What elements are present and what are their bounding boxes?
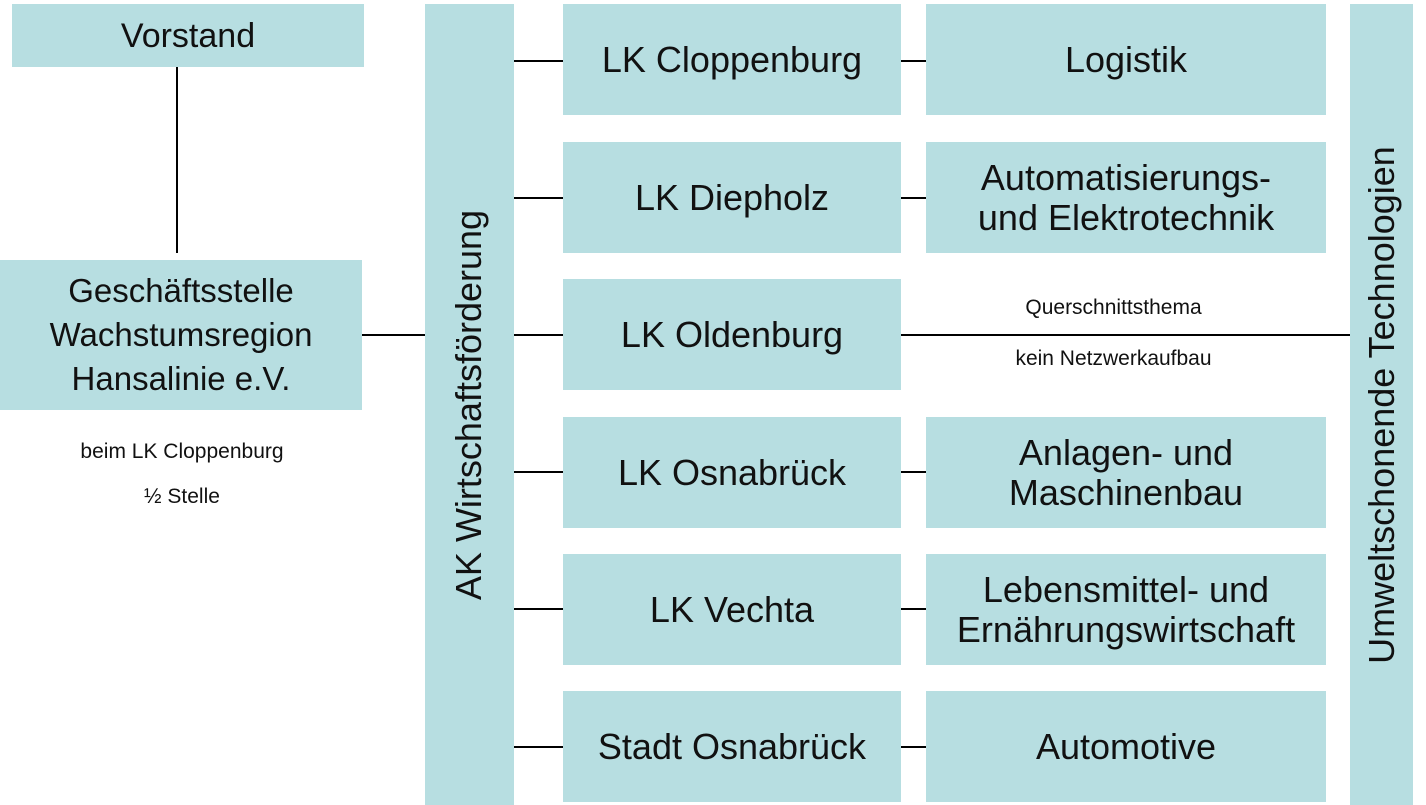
note-cloppenburg: beim LK Cloppenburg — [80, 440, 284, 463]
theme-label-0: Logistik — [1064, 38, 1188, 80]
region-label-5: Stadt Osnabrück — [597, 725, 867, 767]
vorstand-label: Vorstand — [120, 16, 256, 55]
region-label-4: LK Vechta — [649, 588, 815, 630]
umweltschonende-technologien-label: Umweltschonende Technologien — [1360, 145, 1402, 664]
theme-box-1: Automatisierungs- und Elektrotechnik — [926, 142, 1326, 253]
kein-netzwerkaufbau-label: kein Netzwerkaufbau — [1015, 347, 1212, 370]
theme-box-4: Lebensmittel- und Ernährungswirtschaft — [926, 554, 1326, 665]
region-box-0: LK Cloppenburg — [563, 4, 901, 115]
ak-connector-0 — [514, 60, 563, 62]
theme-connector-1 — [901, 197, 926, 199]
theme-label-1: Automatisierungs- und Elektrotechnik — [977, 156, 1275, 238]
geschaeftsstelle-box: Geschäftsstelle Wachstumsregion Hansalin… — [0, 260, 362, 410]
querschnitt-connector — [901, 334, 1350, 336]
ak-connector-4 — [514, 608, 563, 610]
geschaeftsstelle-connector — [362, 334, 425, 336]
vorstand-box: Vorstand — [12, 4, 364, 67]
theme-connector-5 — [901, 746, 926, 748]
ak-wirtschaftsfoerderung-label: AK Wirtschaftsförderung — [448, 209, 490, 600]
ak-connector-5 — [514, 746, 563, 748]
geschaeftsstelle-label: Geschäftsstelle Wachstumsregion Hansalin… — [49, 272, 313, 397]
ak-connector-2 — [514, 334, 563, 336]
ak-connector-1 — [514, 197, 563, 199]
region-label-1: LK Diepholz — [634, 176, 830, 218]
ak-connector-3 — [514, 471, 563, 473]
theme-box-3: Anlagen- und Maschinenbau — [926, 417, 1326, 528]
theme-label-5: Automotive — [1035, 725, 1217, 767]
region-box-1: LK Diepholz — [563, 142, 901, 253]
querschnittsthema-label: Querschnittsthema — [1025, 296, 1202, 319]
theme-box-5: Automotive — [926, 691, 1326, 802]
theme-label-3: Anlagen- und Maschinenbau — [1008, 431, 1244, 513]
vorstand-connector — [176, 67, 178, 253]
umweltschonende-technologien-bar: Umweltschonende Technologien — [1350, 4, 1413, 805]
theme-connector-3 — [901, 471, 926, 473]
region-box-5: Stadt Osnabrück — [563, 691, 901, 802]
region-label-2: LK Oldenburg — [620, 313, 844, 355]
region-label-3: LK Osnabrück — [617, 451, 847, 493]
region-box-3: LK Osnabrück — [563, 417, 901, 528]
region-box-2: LK Oldenburg — [563, 279, 901, 390]
theme-connector-0 — [901, 60, 926, 62]
region-box-4: LK Vechta — [563, 554, 901, 665]
note-half-position: ½ Stelle — [144, 485, 220, 508]
theme-label-4: Lebensmittel- und Ernährungswirtschaft — [956, 568, 1296, 650]
theme-connector-4 — [901, 608, 926, 610]
ak-wirtschaftsfoerderung-bar: AK Wirtschaftsförderung — [425, 4, 514, 805]
region-label-0: LK Cloppenburg — [601, 38, 863, 80]
theme-box-0: Logistik — [926, 4, 1326, 115]
